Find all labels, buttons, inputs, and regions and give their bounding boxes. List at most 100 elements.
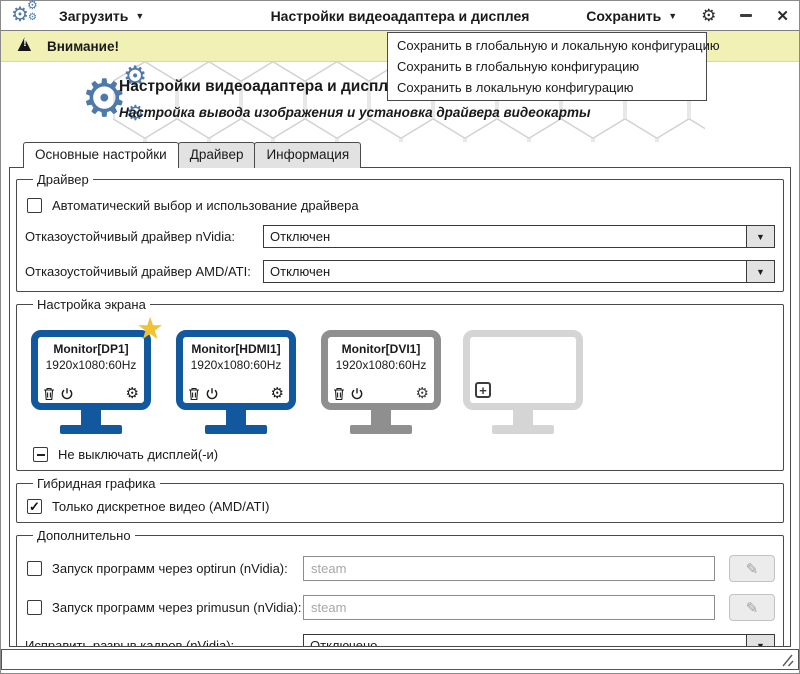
failsafe-amd-label: Отказоустойчивый драйвер AMD/ATI: xyxy=(25,264,251,279)
monitor-screen: Monitor[DP1] 1920x1080:60Hz ⚙ xyxy=(31,330,151,410)
monitor-resolution: 1920x1080:60Hz xyxy=(45,358,137,372)
failsafe-amd-value: Отключен xyxy=(270,264,331,279)
keep-display-on-checkbox[interactable] xyxy=(33,447,48,462)
gear-icon: ⚙ xyxy=(11,3,29,26)
combo-arrow-button[interactable]: ▼ xyxy=(746,261,774,282)
tab-driver[interactable]: Драйвер xyxy=(177,142,256,168)
monitor-base xyxy=(205,425,267,434)
tab-information[interactable]: Информация xyxy=(254,142,362,168)
monitor-screen: Monitor[DVI1] 1920x1080:60Hz ⚙ xyxy=(321,330,441,410)
optirun-command-input[interactable] xyxy=(303,556,715,581)
monitor-dp1[interactable]: ★ Monitor[DP1] 1920x1080:60Hz ⚙ xyxy=(31,313,164,434)
pencil-icon: ✎ xyxy=(745,560,759,578)
monitor-hdmi1[interactable]: Monitor[HDMI1] 1920x1080:60Hz ⚙ xyxy=(176,330,296,434)
page-title: Настройки видеоадаптера и дисплея xyxy=(119,78,406,95)
monitor-stand xyxy=(513,410,533,425)
chevron-down-icon: ▼ xyxy=(756,231,765,242)
extra-group-legend: Дополнительно xyxy=(37,528,131,543)
monitor-gear-icon[interactable]: ⚙ xyxy=(415,385,429,402)
monitor-resolution: 1920x1080:60Hz xyxy=(335,358,427,372)
trash-icon[interactable] xyxy=(188,387,200,401)
tab-panel: Драйвер Автоматический выбор и использов… xyxy=(9,167,791,647)
tearing-select[interactable]: Отключено ▼ xyxy=(303,634,775,647)
tearing-label: Исправить разрыв кадров (nVidia): xyxy=(25,638,235,647)
combo-arrow-button[interactable]: ▼ xyxy=(746,226,774,247)
tearing-value: Отключено xyxy=(310,638,378,647)
hybrid-group: Гибридная графика Только дискретное виде… xyxy=(16,476,784,523)
optirun-checkbox[interactable] xyxy=(27,561,42,576)
auto-driver-checkbox[interactable] xyxy=(27,198,42,213)
save-button-label: Сохранить xyxy=(586,7,662,24)
hybrid-group-legend: Гибридная графика xyxy=(37,476,156,491)
monitor-name: Monitor[DP1] xyxy=(53,342,129,356)
add-monitor-icon[interactable]: + xyxy=(475,382,491,398)
monitor-dvi1[interactable]: Monitor[DVI1] 1920x1080:60Hz ⚙ xyxy=(321,330,441,434)
monitor-stand xyxy=(226,410,246,425)
failsafe-amd-select[interactable]: Отключен ▼ xyxy=(263,260,775,283)
monitor-resolution: 1920x1080:60Hz xyxy=(190,358,282,372)
monitor-stand xyxy=(81,410,101,425)
keep-display-on-label: Не выключать дисплей(-и) xyxy=(58,447,219,462)
gear-icon: ⚙ xyxy=(27,0,38,12)
minimize-button[interactable] xyxy=(740,14,753,17)
driver-group: Драйвер Автоматический выбор и использов… xyxy=(16,172,784,292)
screen-group-legend: Настройка экрана xyxy=(37,297,146,312)
extra-group: Дополнительно Запуск программ через opti… xyxy=(16,528,784,647)
app-gears-icon: ⚙ ⚙ ⚙ xyxy=(11,0,45,29)
monitor-stand xyxy=(371,410,391,425)
monitor-gear-icon[interactable]: ⚙ xyxy=(270,385,284,402)
warning-exclamation: ! xyxy=(23,37,27,49)
chevron-down-icon: ▼ xyxy=(756,266,765,277)
chevron-down-icon: ▼ xyxy=(756,640,765,647)
warning-icon: ▲ ! xyxy=(13,30,37,58)
status-bar xyxy=(1,649,799,670)
monitor-list: ★ Monitor[DP1] 1920x1080:60Hz ⚙ xyxy=(31,313,775,434)
warning-text: Внимание! xyxy=(47,38,119,54)
tab-main-settings[interactable]: Основные настройки xyxy=(23,142,179,168)
power-icon[interactable] xyxy=(350,387,364,401)
menu-item-save-global-local[interactable]: Сохранить в глобальную и локальную конфи… xyxy=(397,38,720,53)
close-button[interactable]: ✕ xyxy=(776,7,789,25)
monitor-screen: + xyxy=(463,330,583,410)
save-dropdown-menu: Сохранить в глобальную и локальную конфи… xyxy=(387,32,720,101)
settings-gear-icon[interactable]: ⚙ xyxy=(701,6,717,25)
monitor-name: Monitor[DVI1] xyxy=(341,342,421,356)
gear-icon: ⚙ xyxy=(28,11,37,23)
load-button-label: Загрузить xyxy=(59,7,129,24)
auto-driver-label: Автоматический выбор и использование дра… xyxy=(52,198,359,213)
failsafe-nvidia-select[interactable]: Отключен ▼ xyxy=(263,225,775,248)
warning-triangle-icon: ▲ xyxy=(13,30,36,56)
combo-arrow-button[interactable]: ▼ xyxy=(746,635,774,647)
monitor-base xyxy=(492,425,554,434)
resize-grip[interactable] xyxy=(779,653,795,667)
failsafe-nvidia-value: Отключен xyxy=(270,229,331,244)
power-icon[interactable] xyxy=(60,387,74,401)
load-button[interactable]: Загрузить ▼ xyxy=(59,8,144,24)
menu-item-save-global[interactable]: Сохранить в глобальную конфигурацию xyxy=(397,59,640,74)
power-icon[interactable] xyxy=(205,387,219,401)
app-gears-logo: ⚙ ⚙ ⚙ xyxy=(81,63,157,137)
monitor-screen: Monitor[HDMI1] 1920x1080:60Hz ⚙ xyxy=(176,330,296,410)
chevron-down-icon: ▼ xyxy=(135,10,145,21)
gear-icon: ⚙ xyxy=(81,70,128,128)
primusun-edit-button[interactable]: ✎ xyxy=(729,594,775,621)
discrete-only-checkbox[interactable] xyxy=(27,499,42,514)
primusun-command-input[interactable] xyxy=(303,595,715,620)
screen-group: Настройка экрана ★ Monitor[DP1] 1920x108… xyxy=(16,297,784,471)
pencil-icon: ✎ xyxy=(745,599,759,617)
trash-icon[interactable] xyxy=(333,387,345,401)
menu-item-save-local[interactable]: Сохранить в локальную конфигурацию xyxy=(397,80,634,95)
optirun-edit-button[interactable]: ✎ xyxy=(729,555,775,582)
optirun-label: Запуск программ через optirun (nVidia): xyxy=(52,561,288,576)
monitor-name: Monitor[HDMI1] xyxy=(191,342,281,356)
monitor-gear-icon[interactable]: ⚙ xyxy=(125,385,139,402)
chevron-down-icon: ▼ xyxy=(668,10,678,21)
save-button[interactable]: Сохранить ▼ xyxy=(586,8,677,24)
gear-icon: ⚙ xyxy=(126,102,145,125)
primary-star-icon: ★ xyxy=(136,311,164,346)
primusun-checkbox[interactable] xyxy=(27,600,42,615)
monitor-add-slot[interactable]: + xyxy=(463,330,583,434)
trash-icon[interactable] xyxy=(43,387,55,401)
toolbar: ⚙ ⚙ ⚙ Загрузить ▼ Настройки видеоадаптер… xyxy=(1,0,799,31)
